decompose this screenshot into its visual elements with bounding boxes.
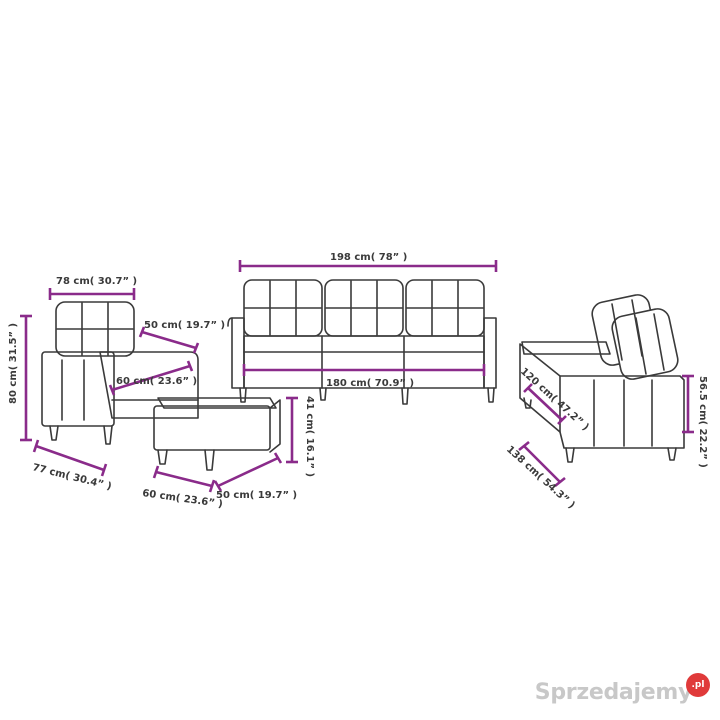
armchair-height-label: 80 cm( 31.5” ) xyxy=(8,323,19,404)
armchair-seat-depth-label: 50 cm( 19.7” ) xyxy=(144,320,225,331)
footstool-depth-label: 50 cm( 19.7” ) xyxy=(216,490,297,501)
loveseat-seat-height-label: 56.5 cm( 22.2” ) xyxy=(697,376,708,468)
watermark-text: Sprzedajemy xyxy=(534,679,693,705)
armchair-seat-width-label: 60 cm( 23.6” ) xyxy=(116,376,197,387)
armchair-drawing xyxy=(41,301,199,445)
loveseat-drawing xyxy=(519,294,685,463)
watermark-logo: Sprzedajemy .pl xyxy=(534,673,710,710)
watermark-badge: .pl xyxy=(686,673,710,697)
sofa-drawing xyxy=(227,279,497,405)
armchair-width-label: 78 cm( 30.7” ) xyxy=(56,276,137,287)
armchair-depth-label: 77 cm( 30.4” ) xyxy=(31,462,112,492)
loveseat-total-width-label: 138 cm( 54.3” ) xyxy=(504,444,577,511)
footstool-drawing xyxy=(153,397,281,471)
sofa-seat-width-label: 180 cm( 70.9” ) xyxy=(326,378,414,389)
dimension-lines xyxy=(20,260,694,493)
footstool-height-label: 41 cm( 16.1” ) xyxy=(304,396,315,477)
sofa-total-width-label: 198 cm( 78” ) xyxy=(330,252,407,263)
